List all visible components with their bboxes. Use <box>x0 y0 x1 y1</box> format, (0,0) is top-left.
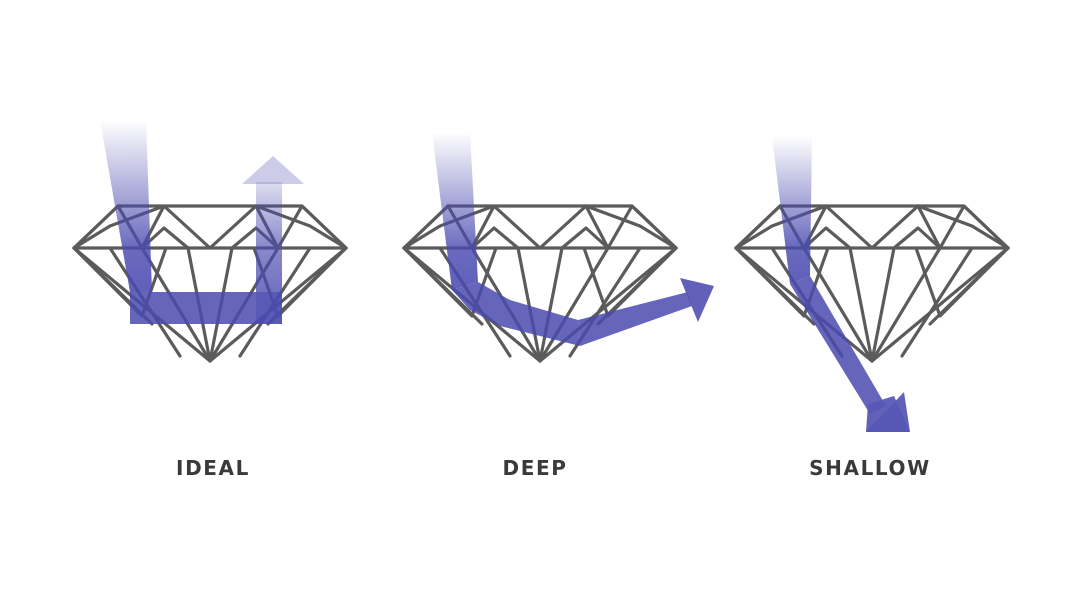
diagram-shallow <box>734 136 1010 432</box>
light-path-deep <box>432 132 714 346</box>
diagram-deep <box>402 132 714 363</box>
label-ideal: IDEAL <box>176 456 250 480</box>
diamond-icon <box>72 204 348 363</box>
label-shallow: SHALLOW <box>809 456 931 480</box>
diamond-icon <box>734 204 1010 363</box>
light-path-ideal <box>100 120 304 324</box>
label-deep: DEEP <box>502 456 568 480</box>
diagram-ideal <box>72 120 348 363</box>
light-path-shallow <box>772 136 910 432</box>
